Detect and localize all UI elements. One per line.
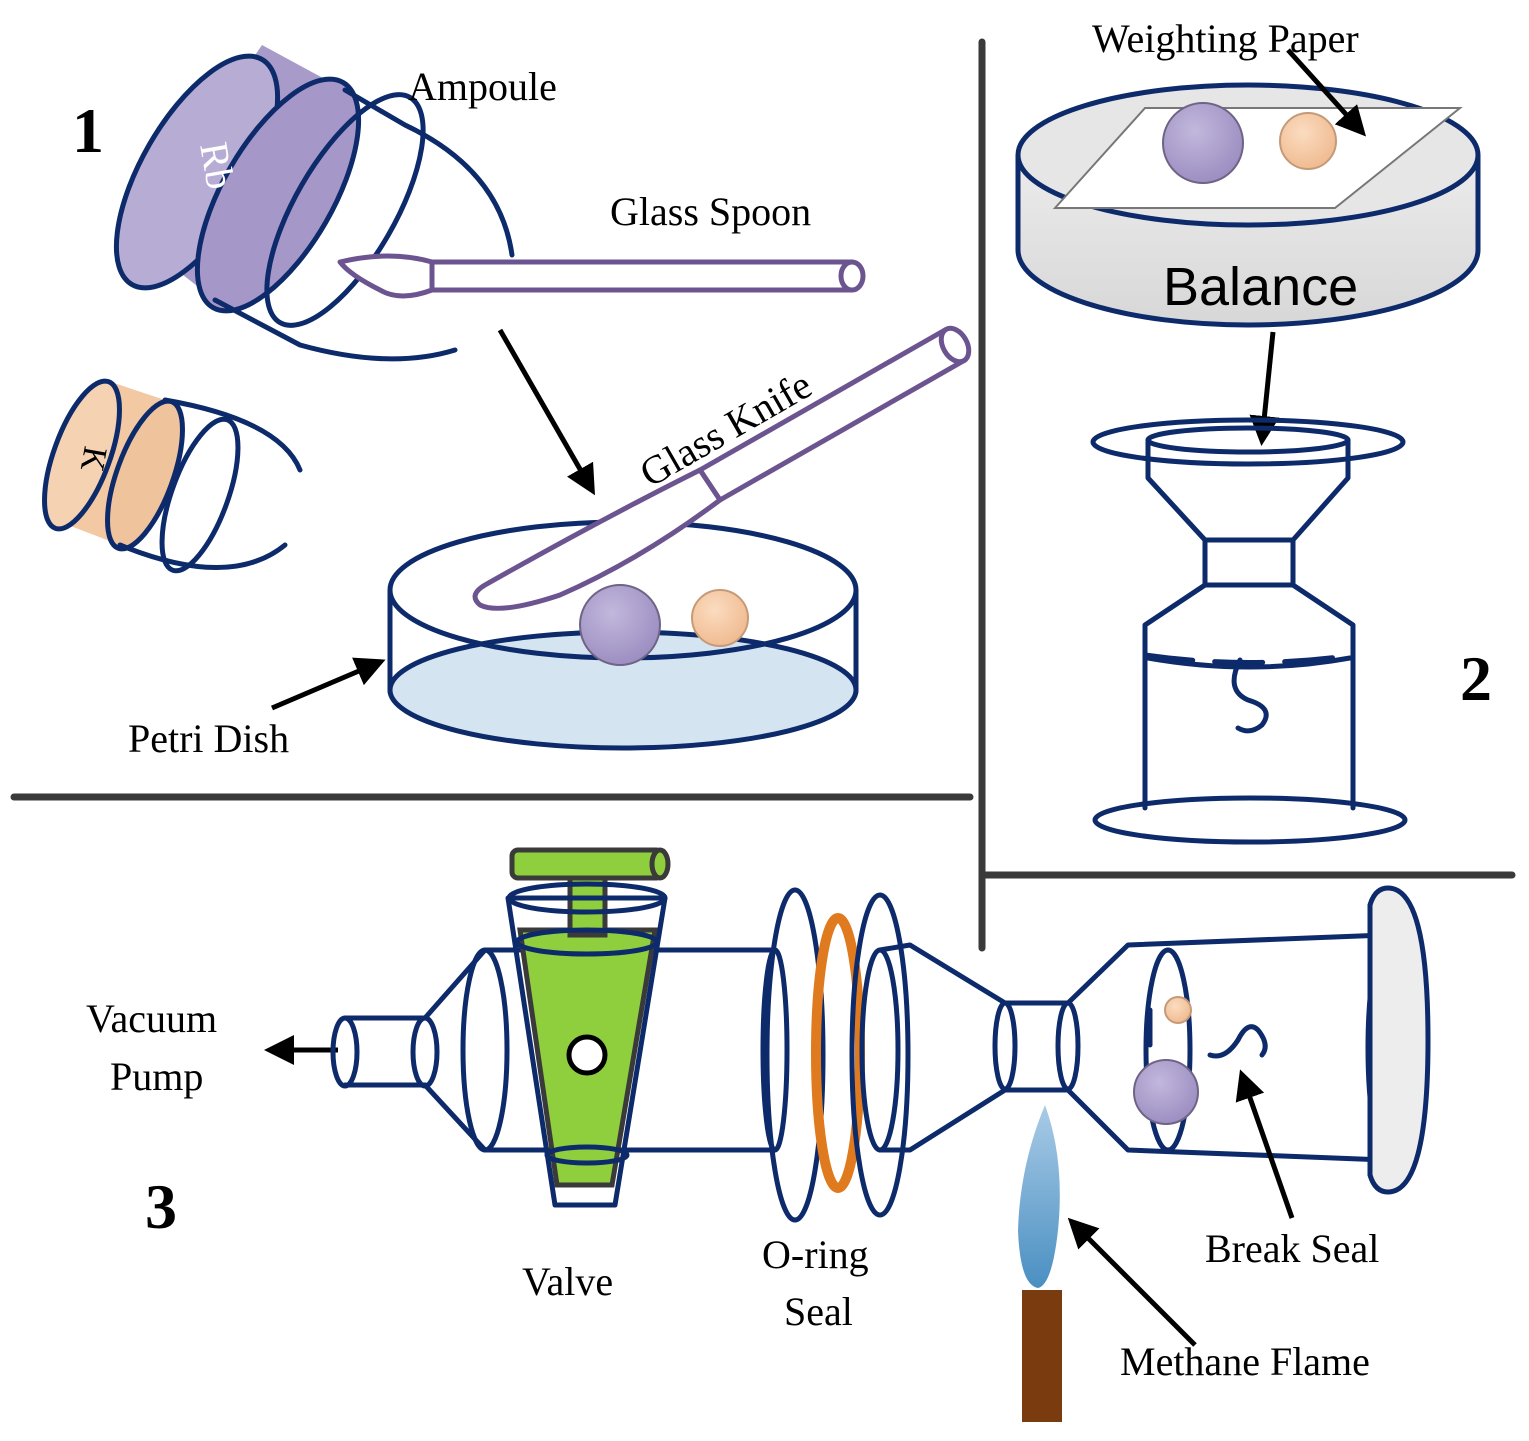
- flame: [1018, 1105, 1060, 1288]
- label-vacuum-line2: Pump: [110, 1054, 203, 1099]
- k-sample-on-balance: [1279, 112, 1337, 170]
- arrow-break-seal: [1235, 1069, 1295, 1219]
- o-ring-joint: [760, 887, 911, 1223]
- label-o-ring-line1: O-ring: [762, 1232, 869, 1277]
- glass-knife: [472, 325, 972, 611]
- valve: [505, 847, 671, 1208]
- label-weighting-paper: Weighting Paper: [1092, 16, 1359, 61]
- tube-end-flange: [1367, 885, 1431, 1195]
- rb-ampoule: Rb: [113, 45, 515, 362]
- balance: [1015, 82, 1481, 328]
- rb-sample: [579, 584, 661, 666]
- label-balance: Balance: [1163, 257, 1358, 317]
- label-methane-flame: Methane Flame: [1120, 1339, 1370, 1384]
- rb-sample-on-balance: [1162, 102, 1244, 184]
- label-o-ring-line2: Seal: [784, 1289, 853, 1334]
- glass-spoon: [337, 253, 866, 299]
- arrow-balance-to-flask: [1249, 331, 1280, 446]
- panel-1: 1 Rb K Ampoule Glass Spoon: [42, 45, 972, 761]
- panel-number-3: 3: [145, 1171, 177, 1242]
- panel-number-2: 2: [1460, 643, 1492, 714]
- label-vacuum-line1: Vacuum: [86, 996, 217, 1041]
- panel-dividers: [10, 38, 1516, 952]
- methane-burner: [1018, 1105, 1062, 1422]
- k-sample: [691, 589, 749, 647]
- valve-bore: [566, 1034, 608, 1076]
- label-valve: Valve: [522, 1259, 613, 1304]
- rb-in-tube: [1133, 1059, 1199, 1125]
- rb-mark: Rb: [191, 139, 243, 193]
- label-petri-dish: Petri Dish: [128, 716, 289, 761]
- panel-3: Vacuum Pump Valve: [86, 847, 1431, 1422]
- arrow-weighting-paper: [1286, 48, 1367, 137]
- label-break-seal: Break Seal: [1205, 1226, 1379, 1271]
- flask-with-funnel: [1090, 417, 1408, 845]
- panel-2: Weighting Paper Balance 2: [1015, 16, 1492, 845]
- arrow-methane-flame: [1067, 1217, 1197, 1347]
- reaction-tube: [877, 885, 1431, 1195]
- k-ampoule: K: [42, 378, 303, 574]
- burner: [1022, 1290, 1062, 1422]
- arrow-petri-dish: [271, 657, 386, 711]
- label-ampoule: Ampoule: [408, 64, 557, 109]
- label-glass-spoon: Glass Spoon: [610, 189, 811, 234]
- panel-number-1: 1: [72, 95, 104, 166]
- k-in-tube: [1164, 996, 1192, 1024]
- arrow-spoon-to-dish: [497, 328, 595, 496]
